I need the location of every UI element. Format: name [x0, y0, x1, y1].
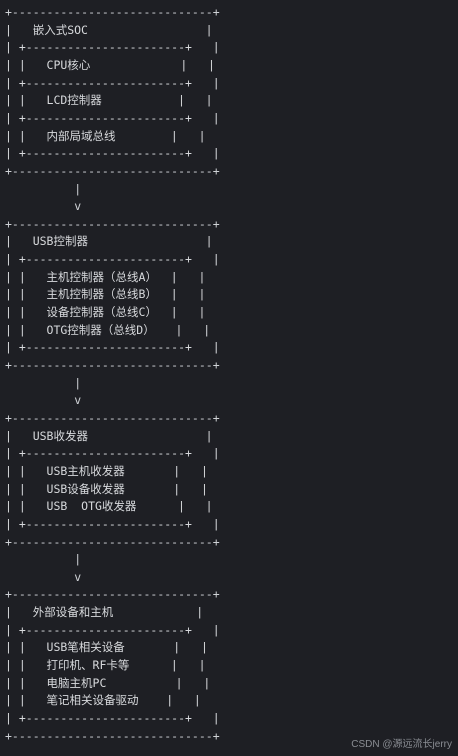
diagram-section-title-line: | +-----------------------+ | [5, 110, 220, 125]
diagram-section-title-line: | +-----------------------+ | [5, 75, 220, 90]
diagram-border-line: +-----------------------------+ [5, 410, 220, 425]
diagram-item-line: | | 打印机、RF卡等 | | [5, 658, 206, 673]
diagram-border-line: +-----------------------------+ [5, 587, 220, 602]
diagram-section-title-line: | USB收发器 | [5, 428, 213, 443]
diagram-item-line: | | USB笔相关设备 | | [5, 640, 208, 655]
flow-arrow-shaft: | [5, 375, 82, 390]
diagram-section-title-line: | +-----------------------+ | [5, 146, 220, 161]
diagram-section-title-line: | 嵌入式SOC | [5, 22, 213, 37]
diagram-border-line: +-----------------------------+ [5, 534, 220, 549]
diagram-border-line: +-----------------------------+ [5, 728, 220, 743]
flow-arrow-head: v [5, 199, 82, 214]
diagram-section-title-line: | +-----------------------+ | [5, 622, 220, 637]
diagram-section-title-line: | 外部设备和主机 | [5, 605, 204, 620]
diagram-item-line: | | OTG控制器（总线D） | | [5, 322, 211, 337]
flow-arrow-head: v [5, 569, 82, 584]
diagram-section-title-line: | +-----------------------+ | [5, 446, 220, 461]
flow-arrow-head: v [5, 393, 82, 408]
diagram-section-title-line: | +-----------------------+ | [5, 252, 220, 267]
diagram-item-line: | | 主机控制器（总线B） | | [5, 287, 206, 302]
watermark: CSDN @源远流长jerry [351, 739, 452, 750]
diagram-item-line: | | USB设备收发器 | | [5, 481, 208, 496]
diagram-item-line: | | LCD控制器 | | [5, 93, 213, 108]
diagram-item-line: | | 电脑主机PC | | [5, 675, 211, 690]
diagram-section-title-line: | +-----------------------+ | [5, 516, 220, 531]
diagram-item-line: | | CPU核心 | | [5, 57, 215, 72]
diagram-border-line: +-----------------------------+ [5, 5, 220, 19]
diagram-section-title-line: | USB控制器 | [5, 234, 213, 249]
diagram-item-line: | | 内部局域总线 | | [5, 128, 206, 143]
diagram-section-title-line: | +-----------------------+ | [5, 711, 220, 725]
diagram-item-line: | | 主机控制器（总线A） | | [5, 269, 206, 284]
diagram-border-line: +-----------------------------+ [5, 358, 220, 372]
diagram-border-line: +-----------------------------+ [5, 216, 220, 231]
flow-arrow-shaft: | [5, 552, 82, 567]
diagram-item-line: | | 笔记相关设备驱动 | | [5, 693, 201, 708]
diagram-item-line: | | USB OTG收发器 | | [5, 499, 213, 514]
diagram-border-line: +-----------------------------+ [5, 163, 220, 178]
diagram-item-line: | | 设备控制器（总线C） | | [5, 305, 206, 320]
diagram-item-line: | | USB主机收发器 | | [5, 463, 208, 478]
diagram-section-title-line: | +-----------------------+ | [5, 40, 220, 55]
diagram-section-title-line: | +-----------------------+ | [5, 340, 220, 355]
flow-arrow-shaft: | [5, 181, 82, 196]
